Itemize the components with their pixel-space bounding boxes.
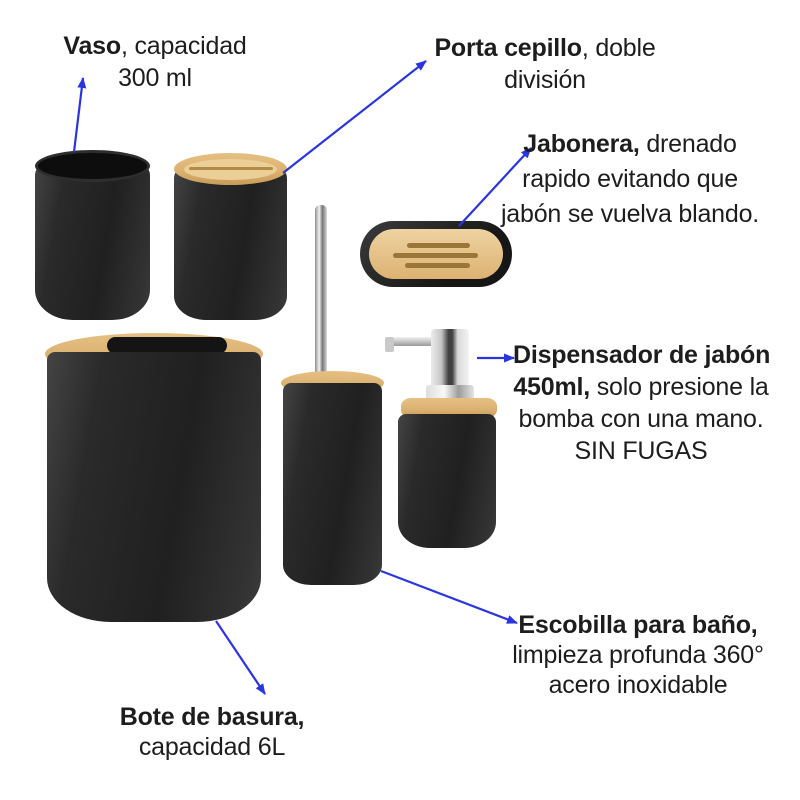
label-porta-line2: división xyxy=(504,66,586,94)
label-dispensador-line3: bomba con una mano. xyxy=(518,405,764,433)
label-escobilla-line3: acero inoxidable xyxy=(548,671,728,699)
label-dispensador-rest: solo presione la xyxy=(589,373,769,401)
label-porta-line1: Porta cepillo, doble xyxy=(415,32,675,64)
label-bote: Bote de basura, capacidad 6L xyxy=(92,702,332,762)
label-vaso: Vaso, capacidad 300 ml xyxy=(25,30,285,94)
soap-dispenser-image xyxy=(398,414,496,548)
toothbrush-holder-image xyxy=(174,168,287,320)
soap-dish-drain-slot xyxy=(393,253,478,258)
toilet-brush-holder-image xyxy=(283,383,382,585)
label-porta-cepillo: Porta cepillo, doble división xyxy=(415,32,675,96)
label-escobilla-bold: Escobilla para baño, xyxy=(518,611,758,639)
dispenser-pump-collar xyxy=(426,385,474,400)
label-vaso-bold: Vaso xyxy=(63,32,121,60)
dispenser-pump-spout xyxy=(385,337,437,346)
label-escobilla-line1: Escobilla para baño, xyxy=(512,610,764,640)
label-jabonera-line3: jabón se vuelva blando. xyxy=(500,200,760,228)
label-jabonera-bold: Jabonera, xyxy=(523,130,640,158)
label-jabonera-line1: Jabonera, drenado xyxy=(498,127,762,162)
label-dispensador-bold1: Dispensador de jabón xyxy=(513,341,771,369)
soap-dish-drain-slot xyxy=(405,263,470,268)
toothbrush-holder-divider xyxy=(189,167,273,170)
arrow-porta-cepillo xyxy=(282,60,427,174)
trash-can-lid-opening xyxy=(107,337,227,354)
label-dispensador-line1: Dispensador de jabón xyxy=(513,339,771,371)
dispenser-pump-spout-tip xyxy=(385,337,394,352)
label-dispensador: Dispensador de jabón 450ml, solo presion… xyxy=(513,339,771,467)
dispenser-pump-head xyxy=(431,329,469,387)
toilet-brush-steel-handle xyxy=(315,205,327,380)
label-dispensador-line4: SIN FUGAS xyxy=(574,437,708,465)
arrow-escobilla xyxy=(380,569,518,625)
cup-rim xyxy=(35,150,150,182)
cup-image xyxy=(35,165,150,320)
label-vaso-rest: , capacidad xyxy=(120,32,247,60)
label-porta-bold: Porta cepillo xyxy=(434,34,582,62)
label-bote-line2: capacidad 6L xyxy=(138,733,286,761)
soap-dish-drain-slot xyxy=(407,243,470,248)
label-bote-bold: Bote de basura, xyxy=(119,703,305,731)
trash-can-image xyxy=(47,352,261,622)
label-jabonera-rest: drenado xyxy=(639,130,737,158)
label-porta-rest: , doble xyxy=(581,34,656,62)
label-jabonera-line2: rapido evitando que xyxy=(522,165,738,193)
arrow-bote xyxy=(215,620,266,695)
label-vaso-line2: 300 ml xyxy=(118,64,192,92)
label-escobilla-line2: limpieza profunda 360° xyxy=(512,641,764,669)
label-jabonera: Jabonera, drenado rapido evitando que ja… xyxy=(498,127,762,232)
dispenser-bamboo-ring xyxy=(401,398,497,418)
label-vaso-line1: Vaso, capacidad xyxy=(25,30,285,62)
label-bote-line1: Bote de basura, xyxy=(92,702,332,732)
label-dispensador-line2: 450ml, solo presione la xyxy=(513,371,769,403)
label-dispensador-bold2: 450ml, xyxy=(513,373,590,401)
label-escobilla: Escobilla para baño, limpieza profunda 3… xyxy=(512,610,764,700)
